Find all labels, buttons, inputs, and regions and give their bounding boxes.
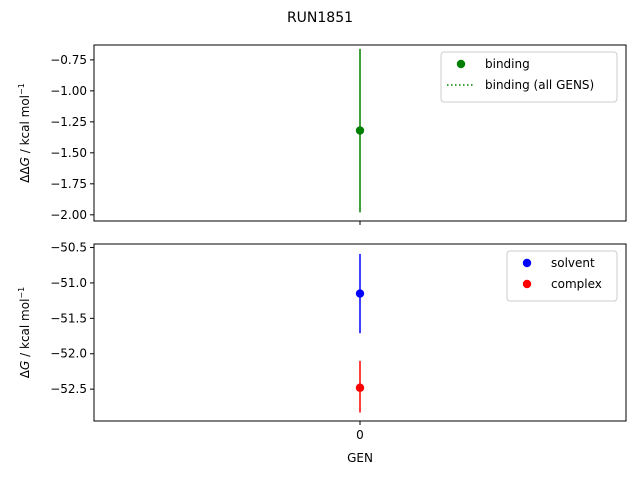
y-axis-label: ΔG / kcal mol−1 (17, 287, 32, 378)
chart-panel-1: −0.75 −1.00 −1.25 −1.50 −1.75 −2.00 ΔΔG / kcal… (17, 44, 627, 225)
y-tick-label: −52.5 (50, 382, 87, 396)
legend-marker (522, 258, 532, 268)
y-tick-label: −52.0 (50, 347, 87, 361)
x-axis-label: GEN (347, 451, 373, 465)
y-tick-label: −1.50 (50, 146, 87, 160)
legend-marker (456, 59, 466, 69)
y-axis-label-var: G (18, 361, 32, 370)
solvent-point (355, 289, 365, 298)
y-tick-label: −50.5 (50, 241, 87, 255)
y-axis-label-unit: / kcal mol (18, 95, 32, 157)
y-axis-label-sup: −1 (17, 83, 26, 95)
legend: solvent complex (506, 250, 618, 302)
y-axis-label-var: G (18, 157, 32, 166)
legend-box (506, 250, 618, 302)
y-axis-label-prefix: Δ (18, 369, 32, 378)
legend-label: solvent (551, 256, 595, 270)
y-tick-label: −51.0 (50, 276, 87, 290)
legend-box (440, 51, 618, 103)
y-axis-label-prefix: ΔΔ (18, 166, 32, 183)
legend-label: binding (all GENS) (485, 78, 594, 92)
binding-point (355, 126, 365, 135)
y-tick-label: −51.5 (50, 311, 87, 325)
y-tick-label: −0.75 (50, 53, 87, 67)
y-axis-label: ΔΔG / kcal mol−1 (17, 83, 32, 183)
y-axis-label-unit: / kcal mol (18, 299, 32, 361)
y-tick-label: −1.75 (50, 177, 87, 191)
y-tick-label: −1.00 (50, 84, 87, 98)
legend-label: complex (551, 277, 602, 291)
y-axis-label-sup: −1 (17, 287, 26, 299)
x-tick-label: 0 (356, 428, 364, 442)
legend-label: binding (485, 57, 530, 71)
y-tick-label: −2.00 (50, 208, 87, 222)
figure-title: RUN1851 (287, 10, 353, 26)
legend: binding binding (all GENS) (440, 51, 618, 103)
y-tick-label: −1.25 (50, 115, 87, 129)
complex-point (355, 383, 365, 392)
legend-marker (522, 279, 532, 289)
